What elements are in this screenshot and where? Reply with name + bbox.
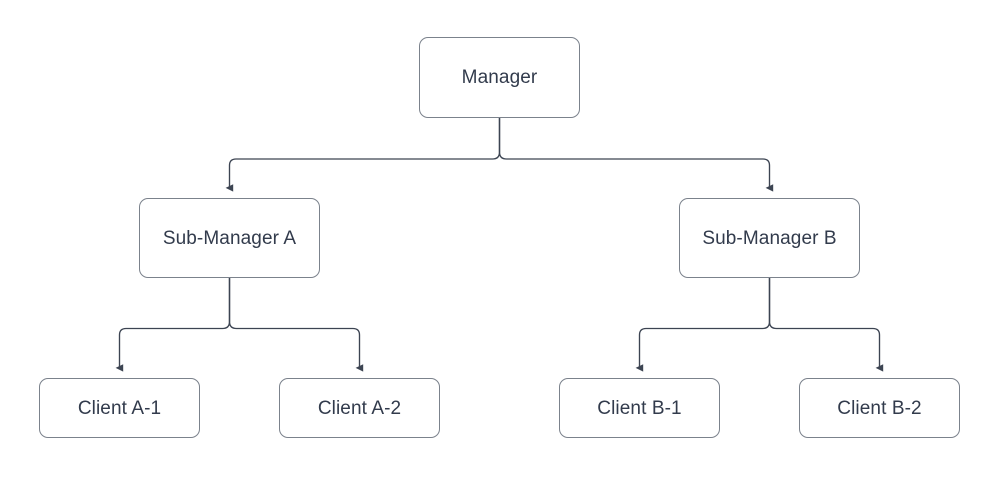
node-sub-manager-a[interactable]: Sub-Manager A bbox=[139, 198, 320, 278]
node-sub-manager-b-label: Sub-Manager B bbox=[702, 227, 837, 249]
node-sub-manager-a-label: Sub-Manager A bbox=[162, 227, 297, 249]
node-client-b-1-label: Client B-1 bbox=[597, 397, 682, 419]
node-client-a-2[interactable]: Client A-2 bbox=[279, 378, 440, 438]
node-client-a-1-label: Client A-1 bbox=[77, 397, 162, 419]
node-manager-label: Manager bbox=[461, 67, 538, 88]
node-manager[interactable]: Manager bbox=[419, 37, 580, 118]
node-client-a-2-label: Client A-2 bbox=[317, 397, 402, 419]
edge-sub-manager-a-to-client-a-1 bbox=[115, 278, 231, 372]
node-client-b-1[interactable]: Client B-1 bbox=[559, 378, 720, 438]
node-client-b-2-label: Client B-2 bbox=[837, 397, 922, 419]
edge-manager-to-sub-manager-b bbox=[498, 118, 774, 192]
edge-manager-to-sub-manager-a bbox=[225, 118, 501, 192]
node-client-b-2[interactable]: Client B-2 bbox=[799, 378, 960, 438]
node-client-a-1[interactable]: Client A-1 bbox=[39, 378, 200, 438]
edge-sub-manager-b-to-client-b-1 bbox=[635, 278, 771, 372]
edge-sub-manager-b-to-client-b-2 bbox=[768, 278, 884, 372]
edge-sub-manager-a-to-client-a-2 bbox=[228, 278, 364, 372]
node-sub-manager-b[interactable]: Sub-Manager B bbox=[679, 198, 860, 278]
